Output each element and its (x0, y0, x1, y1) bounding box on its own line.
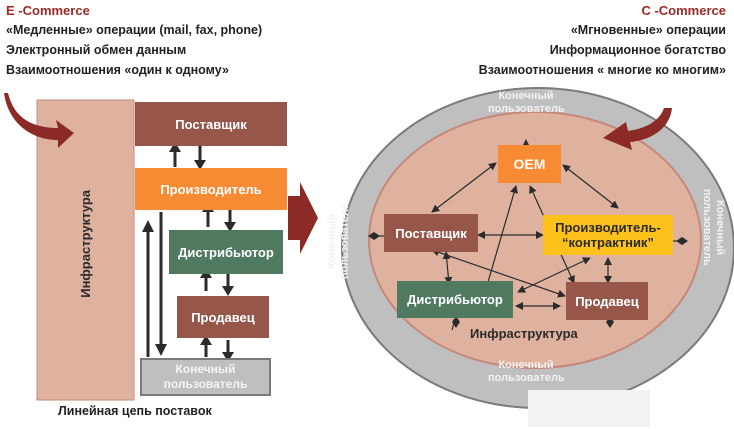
end-user-top: Конечный пользователь (488, 90, 565, 115)
chain-caption: Линейная цепь поставок (58, 404, 212, 418)
c-commerce-line-3: Взаимоотношения « многие ко многим» (478, 63, 726, 77)
end-user-left: Конечный пользователь (326, 202, 351, 280)
chain-distributor: Дистрибьютор (169, 230, 283, 274)
net-oem: OEM (498, 145, 561, 183)
net-contract-manufacturer-label: Производитель- “контрактник” (555, 220, 661, 250)
e-commerce-line-1: «Медленные» операции (mail, fax, phone) (6, 23, 263, 37)
net-distributor: Дистрибьютор (397, 281, 513, 318)
net-supplier-label: Поставщик (395, 225, 467, 241)
net-contract-manufacturer: Производитель- “контрактник” (543, 215, 673, 255)
infrastructure-label: Инфраструктура (78, 190, 93, 298)
chain-seller-label: Продавец (191, 309, 255, 325)
net-oem-label: OEM (513, 155, 546, 172)
curved-arrow-left (4, 93, 74, 148)
curved-arrow-right (603, 108, 672, 150)
net-supplier: Поставщик (384, 214, 478, 252)
infrastructure-column (36, 99, 135, 401)
net-seller: Продавец (566, 282, 648, 320)
chain-supplier-label: Поставщик (175, 116, 247, 132)
transition-arrow (288, 182, 318, 254)
chain-end-user: Конечный пользователь (140, 358, 271, 396)
end-user-right: Конечный пользователь (701, 189, 726, 266)
c-commerce-title: C -Commerce (641, 3, 726, 18)
chain-supplier: Поставщик (135, 102, 287, 146)
net-seller-label: Продавец (575, 293, 639, 309)
end-user-bottom: Конечный пользователь (488, 359, 565, 384)
e-commerce-title: E -Commerce (6, 3, 90, 18)
chain-seller: Продавец (177, 296, 269, 338)
net-distributor-label: Дистрибьютор (407, 292, 503, 307)
chain-manufacturer: Производитель (135, 168, 287, 210)
c-commerce-line-2: Информационное богатство (549, 43, 726, 57)
e-commerce-line-2: Электронный обмен данным (6, 43, 187, 57)
chain-manufacturer-label: Производитель (160, 181, 262, 197)
e-commerce-line-3: Взаимоотношения «один к одному» (6, 63, 229, 77)
chain-distributor-label: Дистрибьютор (178, 244, 274, 260)
c-commerce-line-1: «Мгновенные» операции (570, 23, 726, 37)
chain-end-user-label: Конечный пользователь (163, 362, 248, 391)
net-infrastructure-label: Инфраструктура (470, 326, 578, 341)
